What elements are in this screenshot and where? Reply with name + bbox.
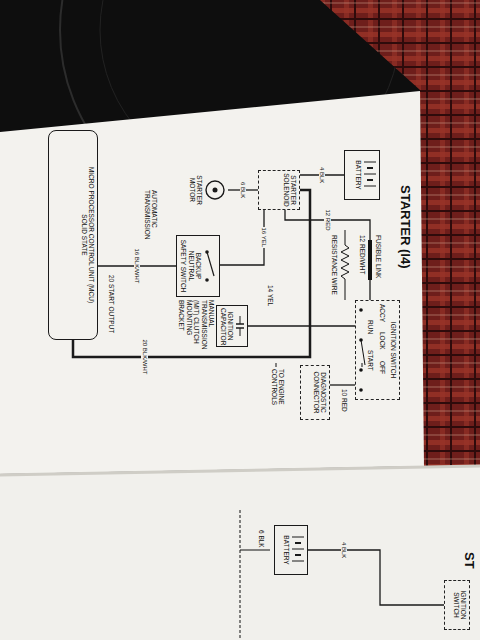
arrow-stub: [276, 363, 277, 367]
part-name: BATTERY: [283, 528, 290, 572]
ignition-switch-box: IGNITION SWITCH: [444, 580, 470, 630]
page: [0, 91, 424, 474]
page-title: STARTER (I4): [397, 185, 412, 269]
battery-symbol: [363, 158, 377, 192]
switch-position: RUN: [367, 320, 374, 334]
part-note: MANUAL TRANSMISSION (M/T) CLUTCH MOUNTIN…: [178, 300, 215, 355]
switch-position: ACCY: [379, 304, 386, 322]
battery-plate: [292, 561, 304, 562]
motor-symbol: [204, 179, 226, 201]
fusible-link: [368, 240, 372, 280]
wire: [330, 384, 355, 385]
wire: [220, 210, 264, 265]
battery-plate: [292, 537, 304, 538]
switch-contact: [205, 278, 209, 282]
part-name: STARTER SOLENOID: [282, 173, 297, 207]
wire: [73, 190, 310, 357]
part-name: BACKUP NEUTRAL SAFETY SWITCH: [180, 238, 202, 294]
wire-color: 16 YEL: [261, 227, 268, 249]
wire: [308, 550, 444, 605]
control-unit-box: MICRO PROCESSOR CONTROL UNIT (MCU)SOLID …: [48, 130, 98, 340]
ground-wire: [240, 510, 241, 640]
ground-wire: [240, 550, 270, 551]
part-name: SOLID STATE: [80, 133, 87, 337]
wire-color: 12 RED/WHT: [359, 235, 366, 274]
switch-contact: [359, 308, 363, 312]
switch-position: START: [367, 350, 374, 371]
capacitor-lead: [240, 316, 241, 324]
motor-shaft: [213, 188, 218, 193]
battery-plate: [367, 167, 373, 169]
wire-color: 4 BLK: [319, 166, 326, 184]
wiring-layout: [0, 470, 480, 640]
diagnostic-connector: DIAGNOSTIC CONNECTOR: [300, 365, 330, 420]
wire-label: RESISTANCE WIRE: [331, 235, 338, 295]
capacitor-box: IGNITION CAPACITOR: [216, 305, 248, 347]
capacitor-lead: [240, 328, 241, 336]
safety-switch-box: BACKUP NEUTRAL SAFETY SWITCH: [176, 235, 220, 297]
battery-plate: [295, 554, 301, 556]
battery-box: BATTERY: [274, 525, 308, 575]
wire-color: 6 BLK: [240, 181, 247, 199]
battery-plate: [295, 542, 301, 544]
wire-color: 10 RED: [341, 389, 348, 412]
battery-plate: [364, 174, 376, 175]
part-name: IGNITION SWITCH: [390, 303, 397, 397]
switch-lever: [361, 340, 365, 365]
battery-plate: [367, 179, 373, 181]
switch-symbol: [203, 244, 217, 288]
wire-color: 14 YEL: [267, 285, 274, 306]
part-name: IGNITION SWITCH: [452, 583, 467, 627]
battery-symbol: [291, 533, 305, 567]
page-title: ST: [461, 552, 476, 569]
cap-symbol: [235, 316, 245, 336]
battery-plate: [364, 186, 376, 187]
facing-page: BATTERY IGNITION SWITCH ST 6 BLK 4 BLK: [0, 470, 480, 640]
switch-blade: [207, 252, 214, 276]
switch-lever: [362, 363, 363, 367]
wire-color: 6 BLK: [258, 530, 265, 548]
wire: [248, 325, 355, 326]
part-note: AUTOMATIC TRANSMISSION: [143, 190, 158, 245]
part-name: STARTER MOTOR: [188, 169, 203, 211]
wire-color: 4 BLK: [341, 541, 348, 559]
signal-name: 20 START OUTPUT: [108, 275, 115, 333]
diagram-page: IGNITION SWITCH BATTERY STARTER SOLENOID ST…: [0, 95, 420, 465]
wire-color: 12 RED: [324, 209, 331, 232]
part-name: MICRO PROCESSOR CONTROL UNIT (MCU): [88, 133, 95, 337]
wire-color: 16 BLK/WHT: [134, 248, 141, 285]
solenoid-box: STARTER SOLENOID: [258, 170, 300, 210]
page-gutter: [0, 466, 480, 475]
switch-position: LOCK: [379, 332, 386, 350]
switch-position: OFF: [379, 361, 386, 374]
battery-plate: [364, 162, 376, 163]
switch-contact: [359, 368, 363, 372]
switch-contact: [359, 388, 363, 392]
ignition-switch-box: IGNITION SWITCH: [355, 300, 400, 400]
page: [0, 466, 480, 640]
battery-box: BATTERY: [344, 150, 380, 200]
resistance-wire: [341, 230, 349, 300]
part-name: BATTERY: [355, 153, 362, 197]
battery-plate: [292, 549, 304, 550]
wire-label: FUSIBLE LINK: [375, 235, 382, 278]
wire-destination: TO ENGINE CONTROLS: [270, 369, 285, 424]
motor-circle: [206, 181, 224, 199]
wire-color: 20 BLK/WHT: [141, 339, 148, 376]
part-name: DIAGNOSTIC CONNECTOR: [312, 368, 327, 417]
starter-motor: STARTER MOTOR: [186, 167, 228, 213]
part-name: IGNITION CAPACITOR: [219, 308, 234, 344]
